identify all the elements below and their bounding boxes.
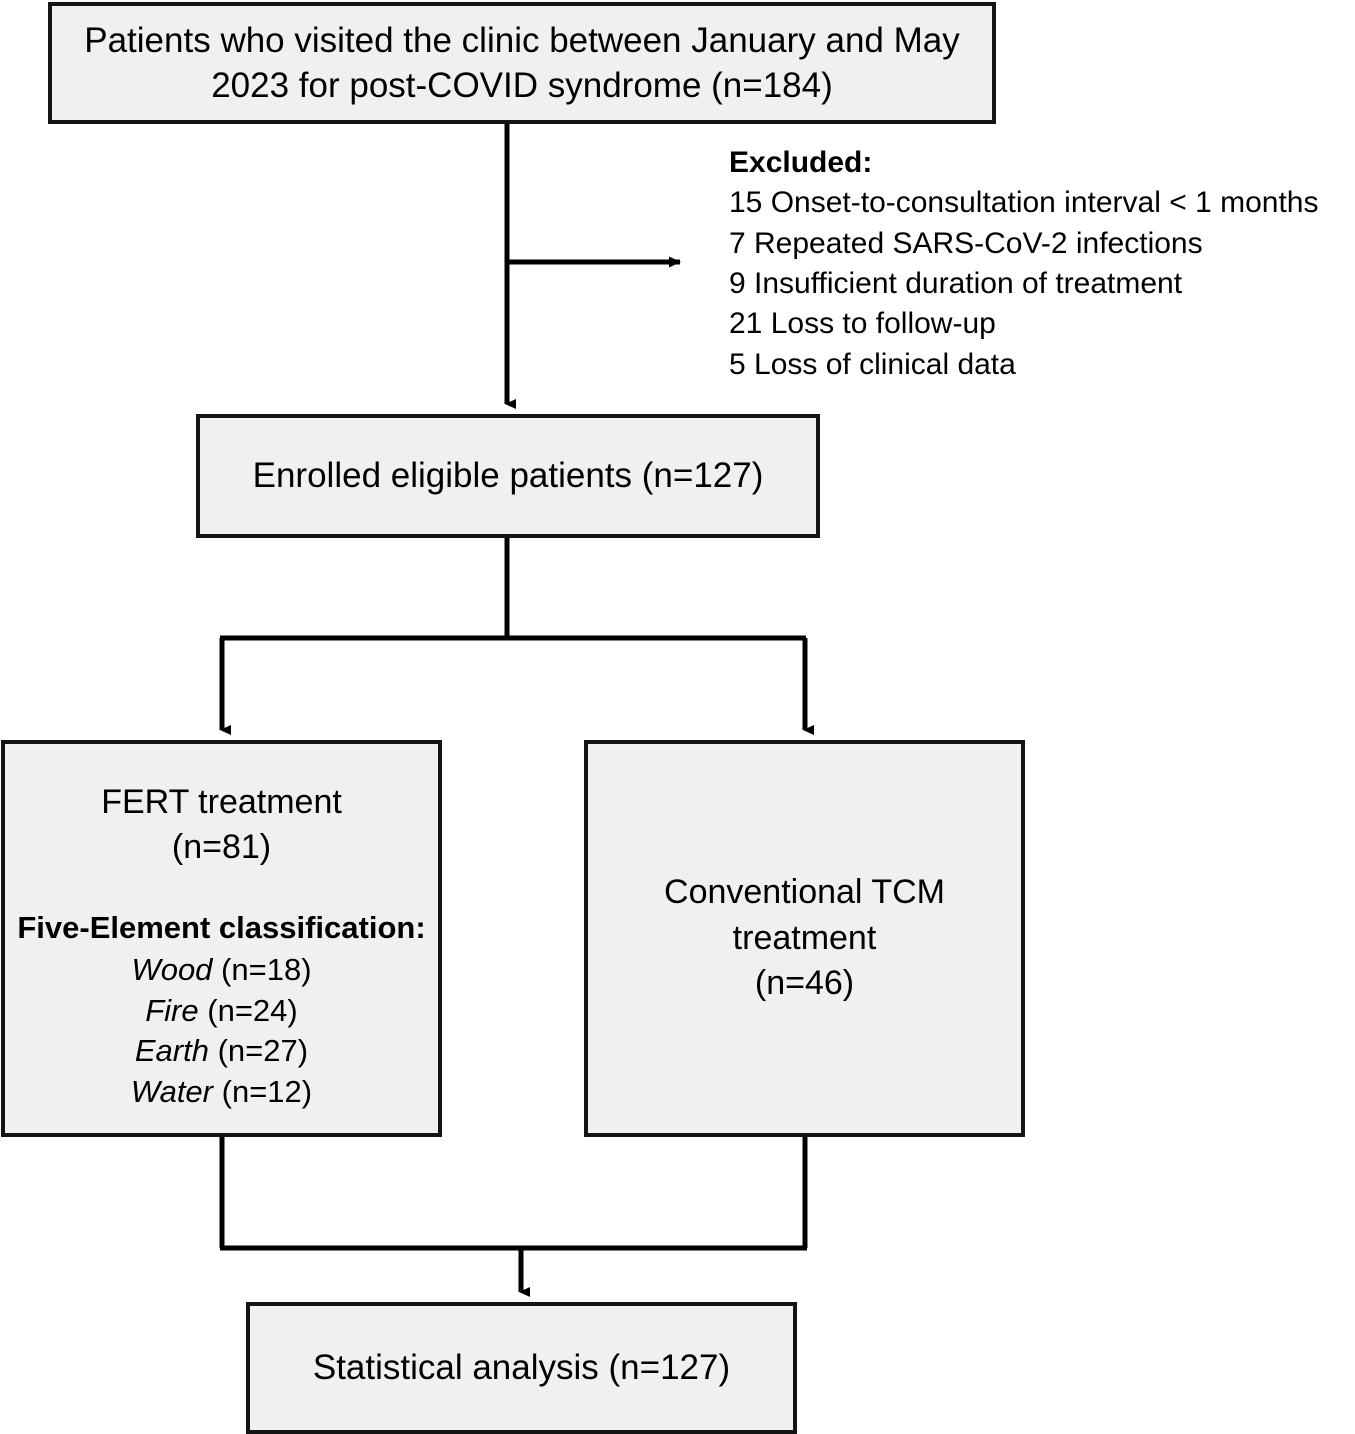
- element-count: (n=12): [221, 1073, 313, 1109]
- fert-title: FERT treatment (n=81): [101, 780, 342, 870]
- element-name: Wood: [131, 952, 213, 988]
- node-analysis-label: Statistical analysis (n=127): [312, 1348, 731, 1388]
- node-enrolled-patients: Enrolled eligible patients (n=127): [196, 414, 820, 538]
- fert-classification-heading: Five-Element classification:: [17, 909, 426, 945]
- element-name: Water: [130, 1073, 213, 1109]
- element-count: (n=27): [217, 1033, 309, 1069]
- excluded-reason: 9 Insufficient duration of treatment: [729, 267, 1183, 301]
- fert-element-list: Wood (n=18) Fire (n=24) Earth (n=27) Wat…: [131, 950, 312, 1112]
- excluded-reason: 7 Repeated SARS-CoV-2 infections: [729, 226, 1203, 260]
- node-fert-treatment: FERT treatment (n=81) Five-Element class…: [1, 740, 442, 1137]
- list-item: Wood (n=18): [131, 950, 312, 991]
- node-statistical-analysis: Statistical analysis (n=127): [246, 1302, 797, 1434]
- excluded-title: Excluded:: [729, 146, 873, 179]
- tcm-line3: (n=46): [754, 964, 855, 1003]
- element-name: Earth: [134, 1033, 209, 1069]
- list-item: Water (n=12): [131, 1072, 312, 1113]
- list-item: Earth (n=27): [131, 1031, 312, 1072]
- element-count: (n=18): [221, 952, 312, 988]
- node-screened-label: Patients who visited the clinic between …: [84, 20, 960, 106]
- node-screened-patients: Patients who visited the clinic between …: [48, 2, 996, 124]
- tcm-label: Conventional TCM treatment (n=46): [664, 870, 945, 1007]
- tcm-line1: Conventional TCM: [664, 873, 945, 912]
- node-enrolled-label: Enrolled eligible patients (n=127): [252, 456, 764, 496]
- list-item: Fire (n=24): [131, 991, 312, 1032]
- tcm-line2: treatment: [732, 918, 877, 957]
- excluded-list: Excluded: 15 Onset-to-consultation inter…: [729, 143, 1318, 385]
- node-conventional-tcm-treatment: Conventional TCM treatment (n=46): [584, 740, 1025, 1137]
- element-name: Fire: [145, 992, 199, 1028]
- excluded-reason: 21 Loss to follow-up: [729, 307, 996, 341]
- element-count: (n=24): [207, 992, 298, 1028]
- fert-title-line1: FERT treatment: [101, 783, 342, 821]
- excluded-reason: 15 Onset-to-consultation interval < 1 mo…: [729, 186, 1319, 220]
- excluded-reason: 5 Loss of clinical data: [729, 347, 1016, 381]
- fert-title-line2: (n=81): [171, 827, 272, 866]
